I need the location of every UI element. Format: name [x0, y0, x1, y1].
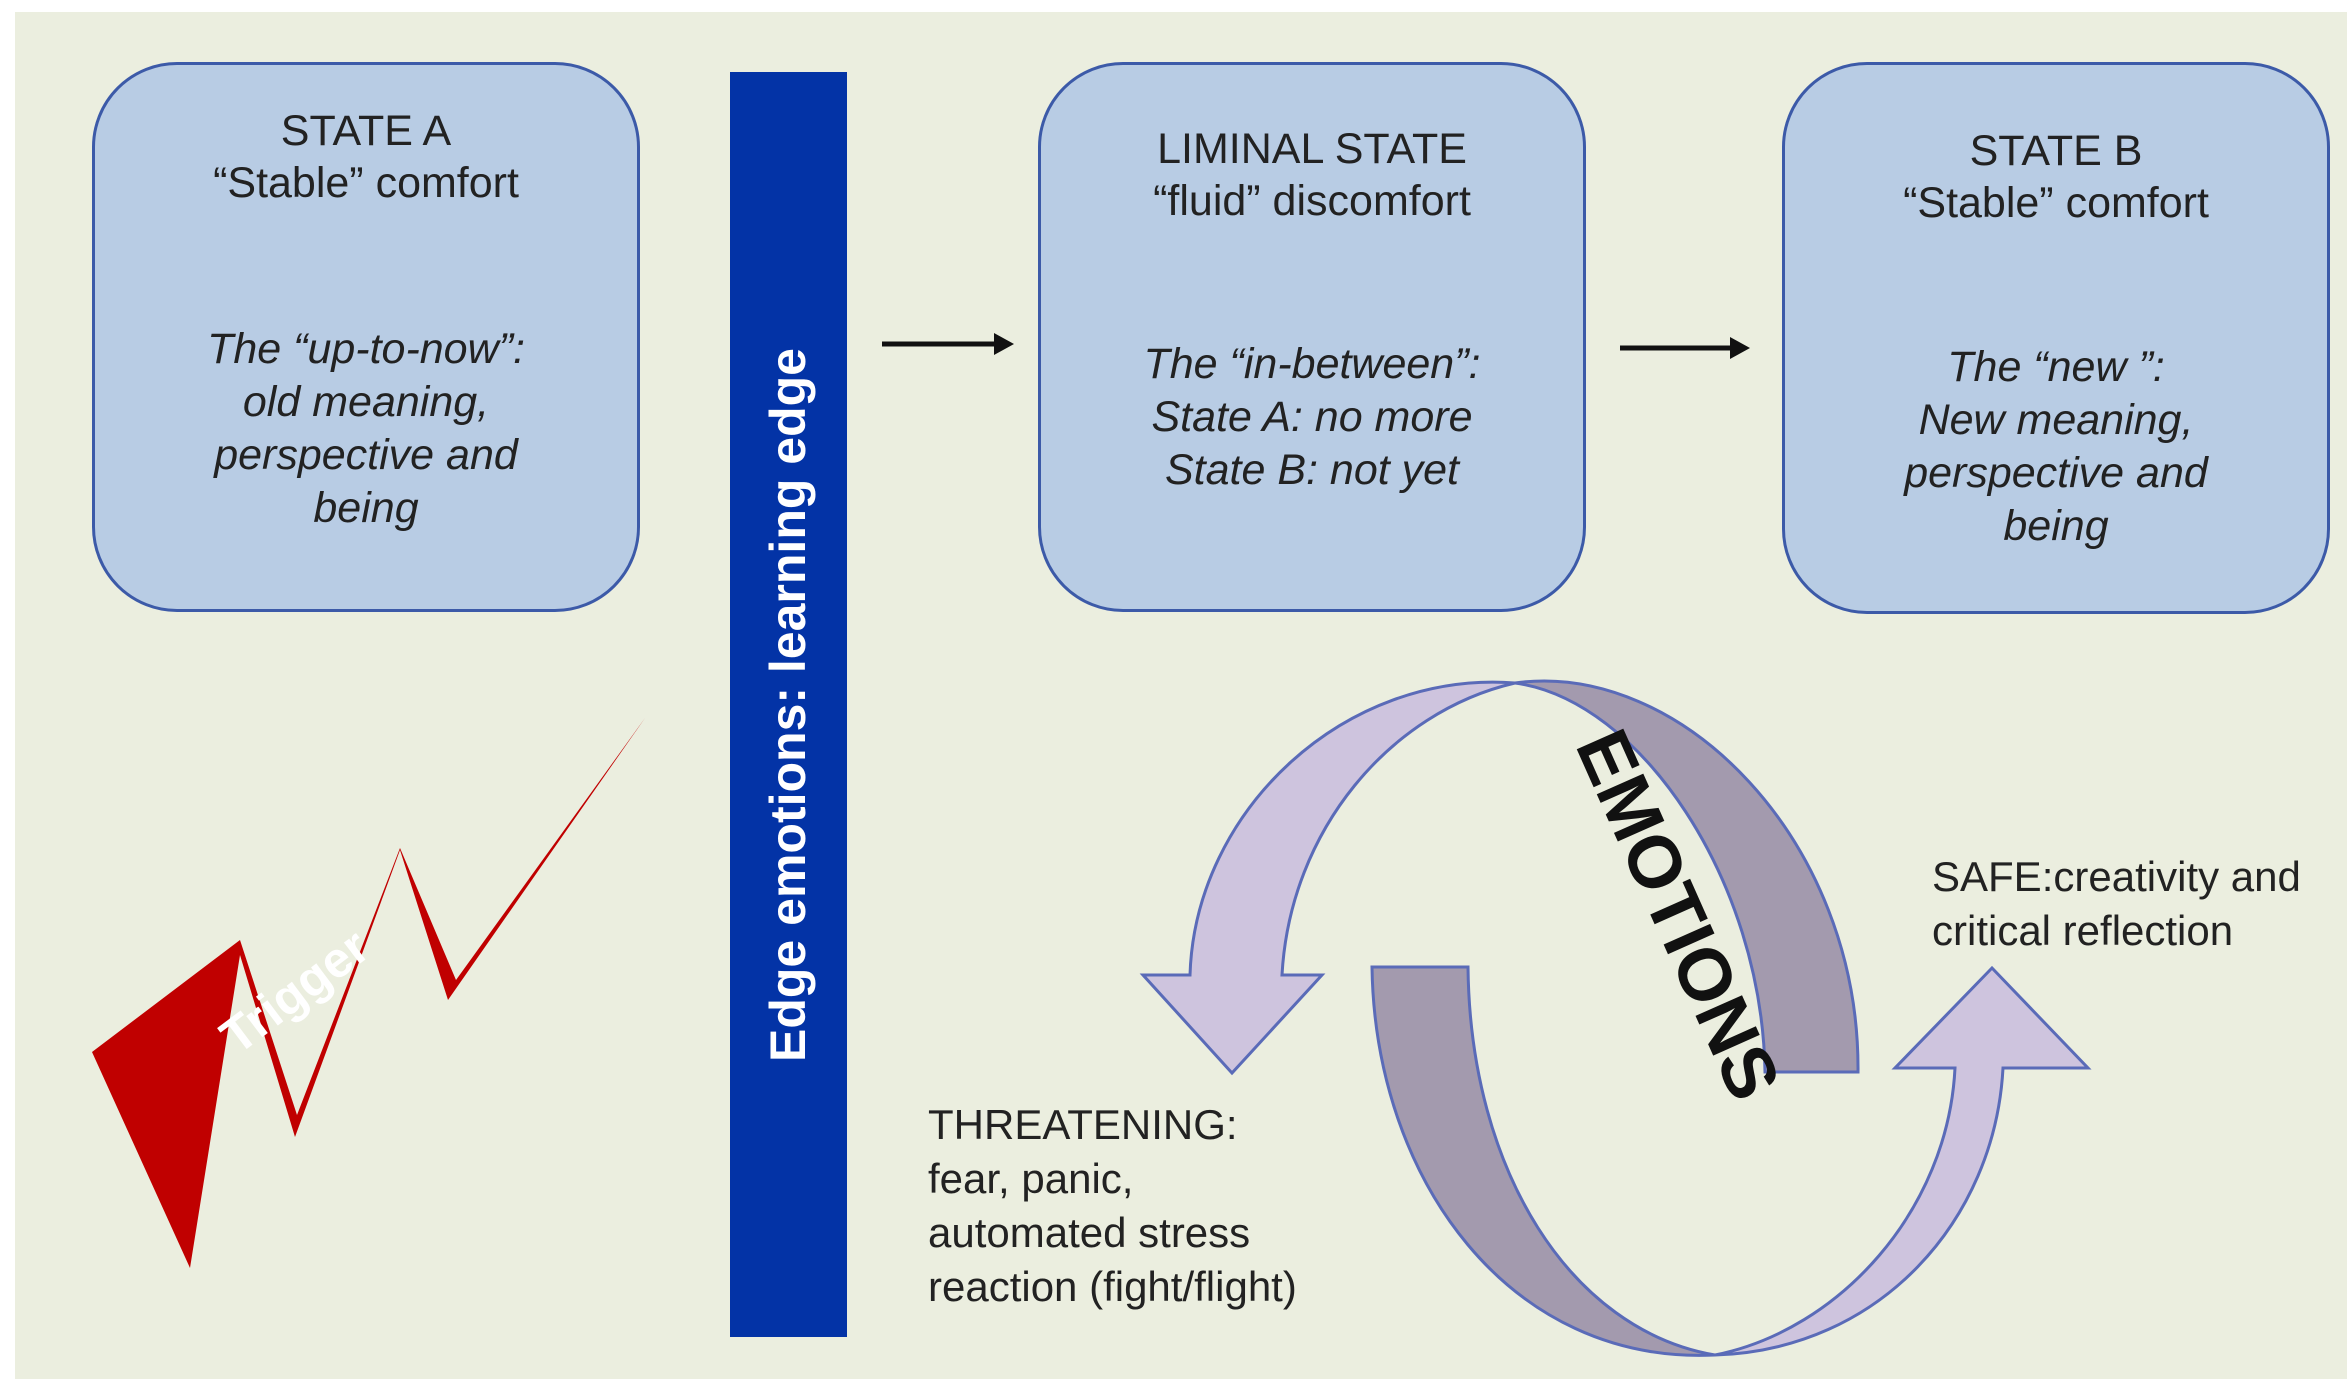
state-a-header: STATE A “Stable” comfort	[95, 105, 637, 209]
state-b-title: STATE B	[1969, 127, 2143, 175]
state-a-line: being	[313, 484, 419, 532]
state-b-box: STATE B “Stable” comfort The “new ”: New…	[1782, 62, 2330, 614]
threatening-line: automated stress	[928, 1209, 1251, 1256]
liminal-state-title: LIMINAL STATE	[1157, 125, 1467, 173]
state-a-title: STATE A	[280, 107, 452, 155]
emotions-cycle-arrow-safe	[1714, 965, 2092, 1357]
emotions-cycle-back-band-right	[1514, 679, 1860, 1074]
liminal-state-subtitle: “fluid” discomfort	[1153, 177, 1471, 225]
liminal-state-box: LIMINAL STATE “fluid” discomfort The “in…	[1038, 62, 1586, 612]
threatening-line: reaction (fight/flight)	[928, 1263, 1297, 1310]
arrow-a-to-liminal	[882, 333, 1014, 355]
state-b-line: New meaning,	[1918, 396, 2194, 444]
safe-line: critical reflection	[1932, 907, 2234, 954]
state-b-subtitle: “Stable” comfort	[1903, 179, 2209, 227]
state-b-line: being	[2003, 502, 2109, 550]
state-b-header: STATE B “Stable” comfort	[1785, 125, 2327, 229]
state-a-line: The “up-to-now”:	[207, 325, 525, 373]
threatening-line: THREATENING:	[928, 1101, 1238, 1148]
safe-line: SAFE:creativity and	[1932, 853, 2301, 900]
trigger-lightning-icon	[92, 718, 645, 1268]
threatening-text: THREATENING: fear, panic, automated stre…	[928, 1098, 1297, 1314]
state-b-line: perspective and	[1904, 449, 2208, 497]
safe-text: SAFE:creativity and critical reflection	[1932, 850, 2301, 958]
state-b-line: The “new ”:	[1947, 343, 2165, 391]
liminal-state-header: LIMINAL STATE “fluid” discomfort	[1041, 123, 1583, 227]
state-b-description: The “new ”: New meaning, perspective and…	[1785, 341, 2327, 553]
learning-edge-bar	[730, 72, 847, 1337]
state-a-description: The “up-to-now”: old meaning, perspectiv…	[95, 323, 637, 535]
state-a-line: perspective and	[214, 431, 518, 479]
liminal-state-description: The “in-between”: State A: no more State…	[1041, 338, 1583, 497]
state-a-box: STATE A “Stable” comfort The “up-to-now”…	[92, 62, 640, 612]
state-a-line: old meaning,	[242, 378, 490, 426]
state-a-subtitle: “Stable” comfort	[213, 159, 519, 207]
trigger-label: Trigger	[210, 918, 379, 1065]
arrow-liminal-to-b	[1620, 337, 1750, 359]
liminal-state-line: State B: not yet	[1164, 446, 1459, 494]
liminal-state-line: State A: no more	[1151, 393, 1473, 441]
emotions-cycle-arrow-threatening	[1139, 680, 1516, 1076]
threatening-line: fear, panic,	[928, 1155, 1134, 1202]
liminal-state-line: The “in-between”:	[1143, 340, 1481, 388]
emotions-cycle-back-band-left	[1370, 965, 1716, 1357]
